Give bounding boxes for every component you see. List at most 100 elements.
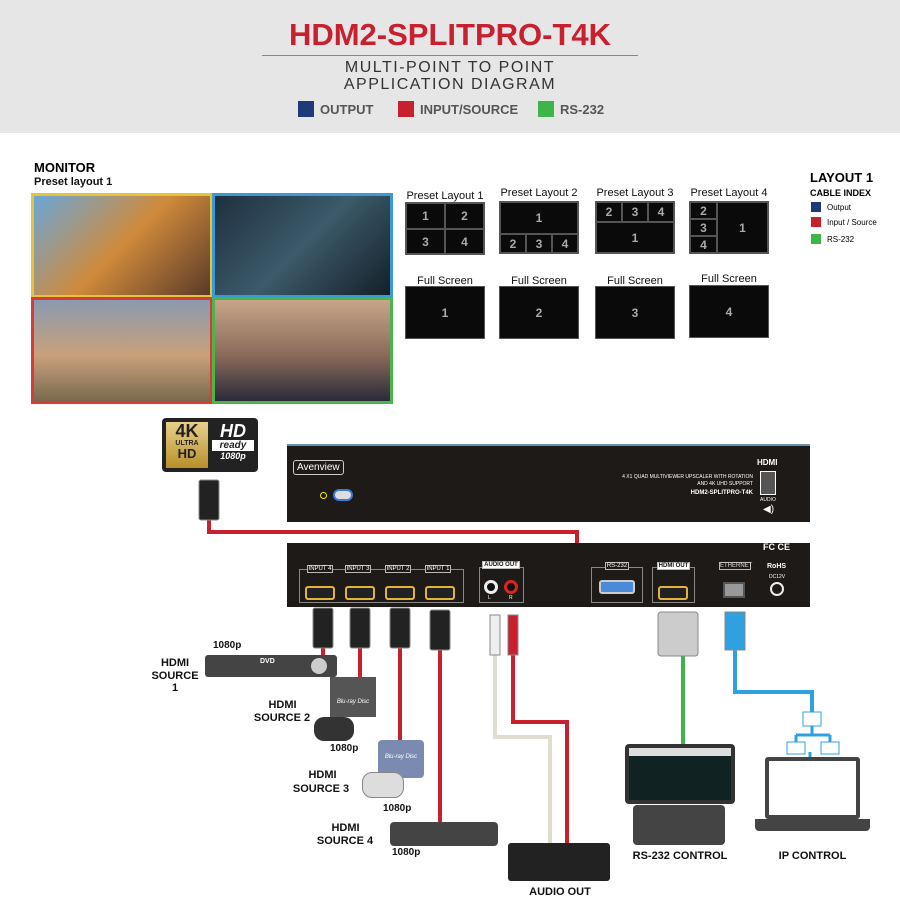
monitor-label: MONITOR	[34, 160, 96, 175]
hdmi-input-1-port[interactable]	[425, 586, 455, 600]
preset-layout-1-title: Preset Layout 1	[406, 190, 484, 202]
cell: 2	[535, 305, 543, 320]
source-2-label-1: HDMI	[268, 699, 297, 711]
rs232-label: RS-232	[605, 562, 629, 570]
av-receiver-icon	[508, 843, 610, 881]
cable-ethernet	[733, 650, 814, 712]
network-icon-lines	[794, 726, 832, 765]
source-1-res: 1080p	[213, 640, 242, 651]
ethernet-label: ETHERNET	[719, 562, 753, 570]
monitor-sublabel: Preset layout 1	[34, 176, 113, 188]
cable-index-subtitle: CABLE INDEX	[810, 188, 872, 198]
preset-layout-3-title: Preset Layout 3	[596, 187, 674, 199]
source-4-label-2: SOURCE 4	[316, 835, 374, 847]
full-layout-2: 2	[499, 286, 579, 339]
cell: 2	[500, 234, 526, 253]
cell: 3	[690, 219, 717, 236]
rs232-port[interactable]	[599, 580, 635, 594]
cell: 4	[648, 202, 674, 222]
cell: 1	[717, 202, 768, 253]
audio-out-output-label: AUDIO OUT	[529, 886, 591, 898]
legend-label: INPUT/SOURCE	[420, 101, 519, 117]
preset-layout-2-title: Preset Layout 2	[500, 187, 578, 199]
cell: 1	[441, 305, 449, 320]
pc-tower-icon	[633, 805, 725, 845]
preset-layout-3: 2 3 4 1	[595, 201, 675, 254]
4k-logo-icon	[760, 471, 776, 495]
monitor-pane-1	[31, 193, 213, 298]
cell: 1	[406, 203, 445, 229]
preset-layout-4-title: Preset Layout 4	[690, 187, 768, 199]
hdmi-input-4-port[interactable]	[305, 586, 335, 600]
badge-ready: ready	[212, 440, 254, 451]
xbox-controller-icon	[362, 772, 404, 798]
cell: 4	[552, 234, 578, 253]
fc-ce-marks: FC CE	[763, 542, 790, 552]
hdmi-logo: HDMI	[757, 458, 778, 467]
dc-label: DC12V	[769, 574, 786, 580]
cable-audio-white	[493, 655, 552, 845]
source-2-res: 1080p	[330, 743, 359, 754]
cell: 1	[596, 222, 674, 253]
source-4-res: 1080p	[392, 847, 421, 858]
ethernet-port[interactable]	[723, 582, 745, 598]
hdmi-output-port[interactable]	[658, 586, 688, 600]
rohs-mark: RoHS	[767, 563, 787, 570]
cable-index-label: Output	[827, 202, 852, 212]
source-1-label-1: HDMI	[160, 657, 190, 669]
dvd-text: DVD	[260, 658, 275, 665]
badge-1080p: 1080p	[220, 451, 246, 461]
input-4-label: INPUT 4	[307, 565, 333, 573]
cell: 1	[500, 202, 578, 234]
bluray-text: Blu-ray Disc	[384, 754, 418, 760]
bluray-player-icon: Blu-ray Disc	[378, 740, 424, 778]
cable-index-title: LAYOUT 1	[810, 170, 874, 185]
legend-output: OUTPUT	[298, 101, 373, 117]
rs232-control-label: RS-232 CONTROL	[632, 850, 728, 862]
cell: 3	[406, 229, 445, 254]
badge-hd: HD	[177, 446, 197, 461]
cell: 2	[445, 203, 484, 229]
avenview-logo: Avenview	[293, 460, 344, 475]
cable-index-input: Input / Source	[811, 217, 877, 227]
audio-r-jack[interactable]	[504, 580, 518, 594]
badge-ultra: ULTRA	[175, 440, 199, 447]
badge-hd-ready: HD	[220, 421, 246, 441]
ir-sensor-icon	[333, 489, 353, 501]
header-band	[0, 0, 900, 133]
legend-rs232: RS-232	[538, 101, 604, 117]
monitor-pane-4	[212, 297, 393, 404]
cell: 4	[445, 229, 484, 254]
speaker-icon: ◀)	[763, 504, 775, 515]
cell: 2	[596, 202, 622, 222]
gamepad-icon	[314, 717, 354, 741]
cable-display-input	[207, 520, 579, 545]
legend-input: INPUT/SOURCE	[398, 101, 518, 117]
cable-audio-red	[511, 655, 569, 845]
power-led-icon	[320, 492, 327, 499]
device-front-panel: Avenview 4 X1 QUAD MULTIVIEWER UPSCALER …	[287, 444, 810, 522]
cell: 4	[690, 236, 717, 253]
cable-index-output: Output	[811, 202, 851, 212]
preset-layout-4: 2 3 4 1	[689, 201, 769, 254]
audio-l-jack[interactable]	[484, 580, 498, 594]
full-layout-4: 4	[689, 285, 769, 338]
audio-r-label: R	[509, 595, 513, 601]
hdmi-input-2-port[interactable]	[385, 586, 415, 600]
source-3-label-1: HDMI	[308, 769, 337, 781]
laptop-icon	[765, 757, 860, 819]
subtitle-line-2: APPLICATION DIAGRAM	[343, 76, 557, 93]
input-1-label: INPUT 1	[425, 565, 451, 573]
title-divider	[262, 55, 638, 56]
monitor-pane-2	[212, 193, 393, 298]
hdmi-input-3-port[interactable]	[345, 586, 375, 600]
control-monitor-icon	[625, 744, 735, 804]
device-model: HDM2-SPLITPRO-T4K	[690, 490, 753, 496]
full-layout-3: 3	[595, 286, 675, 339]
legend-label: OUTPUT	[320, 101, 374, 117]
4k-hd-badge: 4K ULTRA HD HD ready 1080p	[162, 418, 258, 472]
page-title: HDM2-SPLITPRO-T4K	[288, 17, 612, 52]
dc-power-jack[interactable]	[770, 582, 784, 596]
source-3-res: 1080p	[383, 803, 412, 814]
